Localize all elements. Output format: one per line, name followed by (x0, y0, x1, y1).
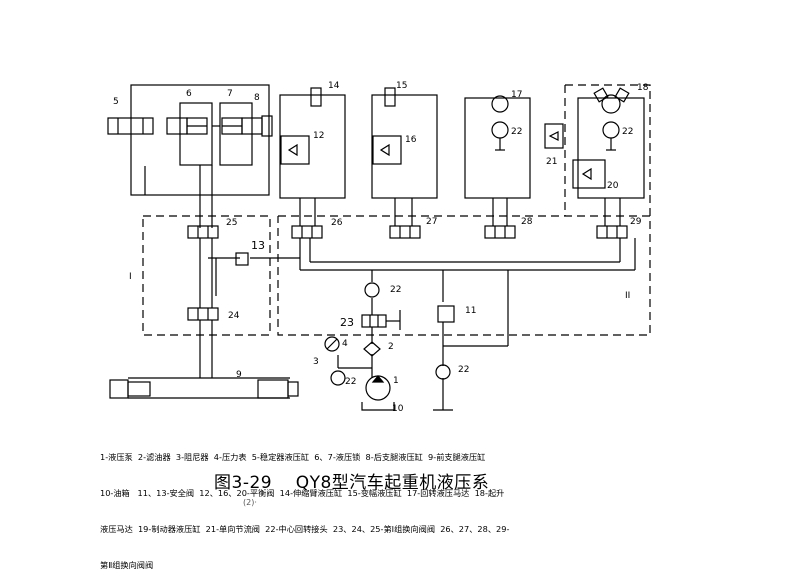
valve-23 (361, 314, 387, 328)
hoist-motor-18 (572, 87, 645, 199)
valve-24 (187, 307, 219, 321)
label-12: 12 (313, 131, 324, 141)
hydraulic-lines (199, 198, 636, 410)
balance-valve-20 (572, 159, 606, 189)
valve-25 (187, 225, 219, 239)
label-27: 27 (426, 217, 437, 227)
throttle-valve-21 (544, 123, 564, 149)
label-28: 28 (521, 217, 533, 227)
center-swivel-joint-22 (491, 121, 509, 139)
label-29: 29 (630, 217, 642, 227)
valve-26 (291, 225, 323, 239)
legend-line: 第Ⅱ组换向阀阀 (100, 560, 154, 570)
legend-line: 1-液压泵 2-滤油器 3-阻尼器 4-压力表 5-稳定器液压缸 6、7-液压锁… (100, 452, 486, 462)
label-11: 11 (465, 306, 476, 316)
center-swivel-joint-22 (435, 364, 451, 380)
label-14: 14 (328, 81, 340, 91)
label-22c: 22 (390, 285, 401, 295)
center-swivel-joint-22 (330, 370, 346, 386)
label-21: 21 (546, 157, 557, 167)
label-16: 16 (405, 135, 417, 145)
label-1: 1 (393, 376, 399, 386)
oil-filter-2 (363, 341, 381, 357)
label-7: 7 (227, 89, 233, 99)
valve-29 (596, 225, 628, 239)
page-mark: (2)· (243, 498, 257, 507)
label-20: 20 (607, 181, 619, 191)
label-17: 17 (511, 90, 522, 100)
hydraulic-system-diagram: 5 6 7 8 14 12 15 16 17 22 21 18 22 20 25… (107, 81, 651, 414)
label-25: 25 (226, 218, 237, 228)
label-15: 15 (396, 81, 407, 91)
balance-valve-16 (372, 135, 402, 165)
pressure-gauge-4 (324, 336, 340, 352)
label-6: 6 (186, 89, 192, 99)
valve-27 (389, 225, 421, 239)
label-5: 5 (113, 97, 119, 107)
safety-valve-13 (235, 252, 249, 266)
label-26: 26 (331, 218, 343, 228)
label-24: 24 (228, 311, 240, 321)
component-legend: 1-液压泵 2-滤油器 3-阻尼器 4-压力表 5-稳定器液压缸 6、7-液压锁… (100, 427, 660, 583)
label-2: 2 (388, 342, 394, 352)
label-3: 3 (313, 357, 319, 367)
stabilizer-cylinder-5 (107, 117, 154, 135)
luffing-cylinder-15 (371, 87, 438, 199)
telescopic-cylinder-14 (279, 87, 346, 199)
label-22a: 22 (511, 127, 522, 137)
front-outrigger-cylinder-9 (109, 377, 299, 399)
oil-tank-10 (361, 402, 395, 411)
label-8: 8 (254, 93, 260, 103)
slewing-motor-17 (464, 95, 531, 199)
legend-line: 10-油箱 11、13-安全阀 12、16、20-平衡阀 14-伸缩臂液压缸 1… (100, 488, 505, 498)
balance-valve-12 (280, 135, 310, 165)
label-13: 13 (251, 239, 265, 252)
label-10: 10 (392, 404, 404, 414)
label-group-1: I (129, 272, 132, 282)
figure-caption: 图3-29 QY8型汽车起重机液压系 (214, 473, 490, 493)
safety-valve-11 (437, 305, 455, 323)
label-22b: 22 (622, 127, 633, 137)
label-23: 23 (340, 316, 354, 329)
component-labels: 5 6 7 8 14 12 15 16 17 22 21 18 22 20 25… (113, 81, 649, 414)
legend-line: 液压马达 19-制动器液压缸 21-单向节流阀 22-中心回转接头 23、24、… (100, 524, 510, 534)
label-18: 18 (637, 83, 649, 93)
valve-group-2-boundary (277, 215, 651, 336)
valve-group-1-boundary (142, 215, 271, 336)
label-22d: 22 (345, 377, 356, 387)
stabilizer-outrigger-group (107, 84, 273, 228)
label-9: 9 (236, 370, 242, 380)
label-4: 4 (342, 339, 348, 349)
center-swivel-joint-22 (364, 282, 380, 298)
valve-28 (484, 225, 516, 239)
label-22e: 22 (458, 365, 469, 375)
label-group-2: II (625, 291, 630, 301)
